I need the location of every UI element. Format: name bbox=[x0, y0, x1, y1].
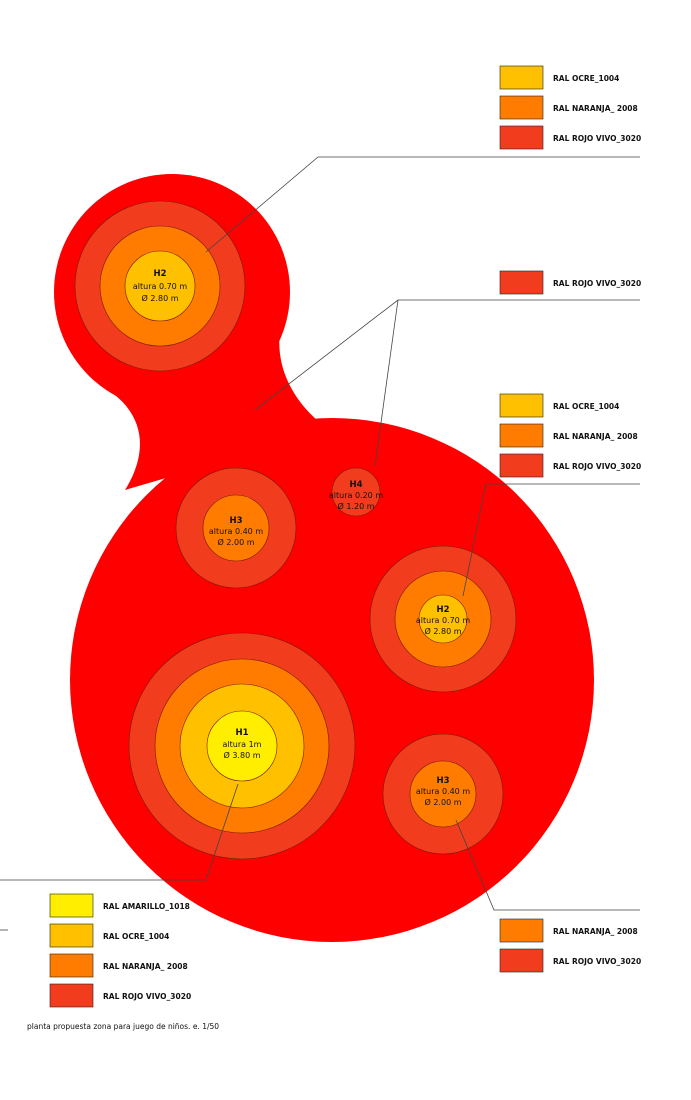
legend-label: RAL NARANJA_ 2008 bbox=[553, 432, 638, 441]
element-h1: H1 altura 1mØ 3.80 m bbox=[128, 632, 356, 860]
ring-rojo_vivo bbox=[331, 467, 381, 517]
legend-label: RAL OCRE_1004 bbox=[553, 74, 619, 83]
label-diam: Ø 2.00 m bbox=[218, 537, 255, 547]
label-diam: Ø 3.80 m bbox=[224, 750, 261, 760]
label-altura: altura 0.40 m bbox=[416, 787, 470, 796]
swatch-rojo_vivo bbox=[499, 270, 544, 295]
ring-ocre bbox=[124, 250, 196, 322]
swatch-amarillo bbox=[49, 893, 94, 918]
swatch-naranja bbox=[499, 95, 544, 120]
label-title: H2 bbox=[153, 269, 166, 279]
swatch-rojo_vivo bbox=[49, 983, 94, 1008]
plan-caption: planta propuesta zona para juego de niño… bbox=[27, 1022, 220, 1031]
label-diam: Ø 2.80 m bbox=[142, 293, 179, 303]
legend-label: RAL NARANJA_ 2008 bbox=[103, 962, 188, 971]
leader-lines bbox=[0, 156, 640, 931]
label-title: H4 bbox=[349, 480, 362, 490]
base-neck bbox=[100, 320, 330, 490]
swatch-rojo_vivo bbox=[499, 125, 544, 150]
swatch-ocre bbox=[499, 393, 544, 418]
legend-label: RAL ROJO VIVO_3020 bbox=[553, 957, 641, 966]
label-diam: Ø 2.00 m bbox=[425, 797, 462, 807]
swatch-ocre bbox=[49, 923, 94, 948]
ring-naranja bbox=[409, 760, 477, 828]
label-title: H1 bbox=[235, 728, 248, 738]
leader-h2a bbox=[205, 156, 640, 253]
swatch-naranja bbox=[49, 953, 94, 978]
leader-h2b bbox=[462, 483, 640, 597]
label-altura: altura 0.70 m bbox=[133, 282, 187, 291]
legend-label: RAL NARANJA_ 2008 bbox=[553, 927, 638, 936]
leader-h3b bbox=[455, 819, 640, 911]
ring-amarillo bbox=[206, 710, 278, 782]
legend-label: RAL ROJO VIVO_3020 bbox=[553, 279, 641, 288]
label-altura: altura 0.70 m bbox=[416, 616, 470, 625]
element-h2a: H2 altura 0.70 m Ø 2.80 m bbox=[74, 200, 246, 372]
label-diam: Ø 2.80 m bbox=[425, 626, 462, 636]
label-altura: altura 1m bbox=[223, 740, 262, 749]
legend-label: RAL ROJO VIVO_3020 bbox=[553, 462, 641, 471]
label-title: H2 bbox=[436, 605, 449, 615]
label-title: H3 bbox=[229, 516, 242, 526]
swatch-ocre bbox=[499, 65, 544, 90]
legend-label: RAL NARANJA_ 2008 bbox=[553, 104, 638, 113]
label-title: H3 bbox=[436, 776, 449, 786]
ring-ocre bbox=[418, 594, 468, 644]
legend-base: RAL ROJO VIVO_3020 bbox=[499, 270, 641, 295]
swatch-naranja bbox=[499, 918, 544, 943]
legend-label: RAL AMARILLO_1018 bbox=[103, 902, 190, 911]
label-altura: altura 0.20 m bbox=[329, 491, 383, 500]
leader-h1 bbox=[0, 783, 239, 881]
legend-label: RAL ROJO VIVO_3020 bbox=[553, 134, 641, 143]
swatch-rojo_vivo bbox=[499, 948, 544, 973]
swatch-naranja bbox=[499, 423, 544, 448]
legend-label: RAL ROJO VIVO_3020 bbox=[103, 992, 191, 1001]
label-altura: altura 0.40 m bbox=[209, 527, 263, 536]
ring-naranja bbox=[202, 494, 270, 562]
legend-label: RAL OCRE_1004 bbox=[553, 402, 619, 411]
swatch-rojo_vivo bbox=[499, 453, 544, 478]
label-diam: Ø 1.20 m bbox=[338, 501, 375, 511]
legend-label: RAL OCRE_1004 bbox=[103, 932, 169, 941]
leader-base bbox=[254, 299, 640, 411]
leader-h4 bbox=[374, 299, 399, 467]
